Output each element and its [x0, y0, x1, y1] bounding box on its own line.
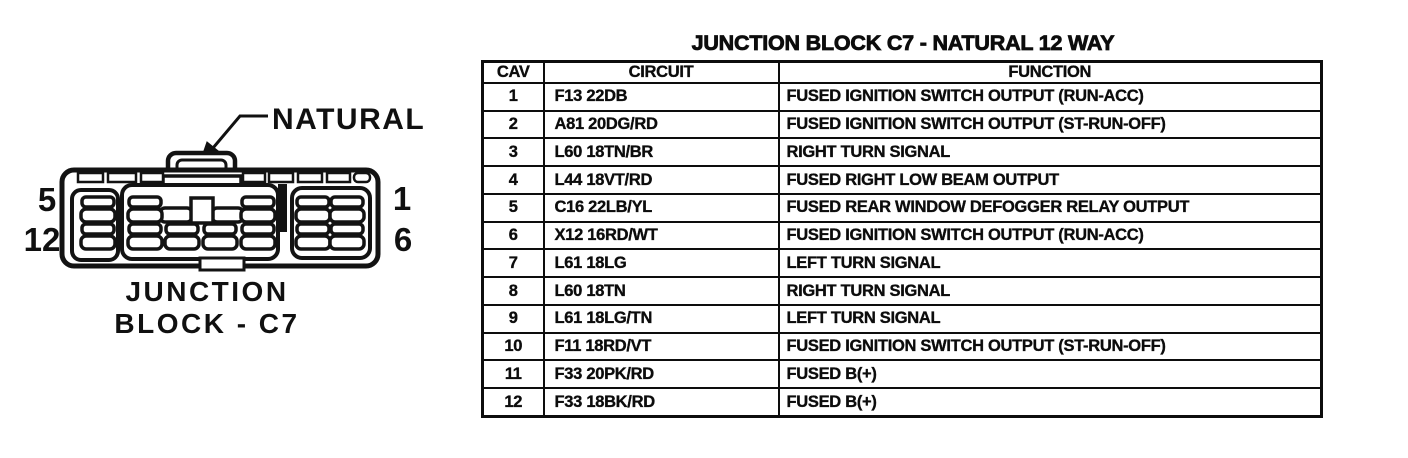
cell-cav: 7 [481, 248, 545, 279]
terminal [126, 195, 164, 224]
cell-cav: 5 [481, 192, 545, 223]
cell-function: FUSED IGNITION SWITCH OUTPUT (ST-RUN-OFF… [777, 331, 1323, 362]
pin-label-5: 5 [38, 181, 56, 218]
terminals-bottom-row [79, 222, 366, 251]
terminal [294, 195, 332, 224]
cell-cav: 8 [481, 276, 545, 306]
terminal [163, 222, 201, 251]
table-title: JUNCTION BLOCK C7 - NATURAL 12 WAY [691, 31, 1115, 56]
divider-rib [278, 184, 287, 232]
cell-circuit: A81 20DG/RD [542, 109, 780, 140]
cell-circuit: C16 22LB/YL [542, 192, 780, 223]
terminal [79, 195, 117, 224]
cell-cav: 4 [481, 165, 545, 195]
connector-diagram: NATURAL 5 12 1 6 JUNCTION BLOCK - C7 [24, 103, 425, 339]
cell-cav: 11 [481, 359, 545, 390]
cell-function: FUSED RIGHT LOW BEAM OUTPUT [777, 165, 1323, 195]
cell-function: FUSED REAR WINDOW DEFOGGER RELAY OUTPUT [777, 192, 1323, 223]
terminal [201, 222, 239, 251]
table-header-row: CAV CIRCUIT FUNCTION [481, 60, 1323, 84]
cell-cav: 2 [481, 109, 545, 140]
cell-function: FUSED IGNITION SWITCH OUTPUT (RUN-ACC) [777, 82, 1323, 112]
terminal [79, 222, 117, 251]
cell-circuit: F11 18RD/VT [542, 331, 780, 362]
pin-label-1: 1 [393, 180, 411, 217]
terminal [239, 222, 277, 251]
cell-function: FUSED IGNITION SWITCH OUTPUT (ST-RUN-OFF… [777, 109, 1323, 140]
cell-cav: 10 [481, 331, 545, 362]
cell-circuit: F13 22DB [542, 82, 780, 112]
column-header-function: FUNCTION [777, 60, 1323, 84]
terminal [294, 222, 332, 251]
cell-circuit: L60 18TN/BR [542, 137, 780, 168]
cell-function: RIGHT TURN SIGNAL [777, 276, 1323, 306]
column-header-circuit: CIRCUIT [542, 60, 780, 84]
cell-circuit: X12 16RD/WT [542, 220, 780, 251]
cell-cav: 12 [481, 387, 545, 418]
cell-function: LEFT TURN SIGNAL [777, 303, 1323, 334]
terminal [126, 222, 164, 251]
column-header-cav: CAV [481, 60, 545, 84]
pin-label-6: 6 [394, 221, 412, 258]
cell-cav: 9 [481, 303, 545, 334]
cell-cav: 6 [481, 220, 545, 251]
pin-label-12: 12 [24, 221, 61, 258]
cell-function: FUSED B(+) [777, 387, 1323, 418]
cell-function: RIGHT TURN SIGNAL [777, 137, 1323, 168]
terminal [239, 195, 277, 224]
cell-function: FUSED B(+) [777, 359, 1323, 390]
connector-caption-line1: JUNCTION [125, 276, 288, 307]
cell-cav: 3 [481, 137, 545, 168]
rim-notches [76, 171, 372, 184]
cell-circuit: L60 18TN [542, 276, 780, 306]
terminals-top-row [79, 195, 366, 224]
terminal [328, 195, 366, 224]
bottom-notch [198, 256, 246, 272]
terminal [328, 222, 366, 251]
connector-caption-line2: BLOCK - C7 [114, 308, 299, 339]
cell-circuit: L61 18LG/TN [542, 303, 780, 334]
cell-function: FUSED IGNITION SWITCH OUTPUT (RUN-ACC) [777, 220, 1323, 251]
cell-cav: 1 [481, 82, 545, 112]
cell-circuit: F33 18BK/RD [542, 387, 780, 418]
cell-circuit: L44 18VT/RD [542, 165, 780, 195]
cell-circuit: L61 18LG [542, 248, 780, 279]
cell-circuit: F33 20PK/RD [542, 359, 780, 390]
connector-color-label: NATURAL [272, 103, 425, 136]
cell-function: LEFT TURN SIGNAL [777, 248, 1323, 279]
